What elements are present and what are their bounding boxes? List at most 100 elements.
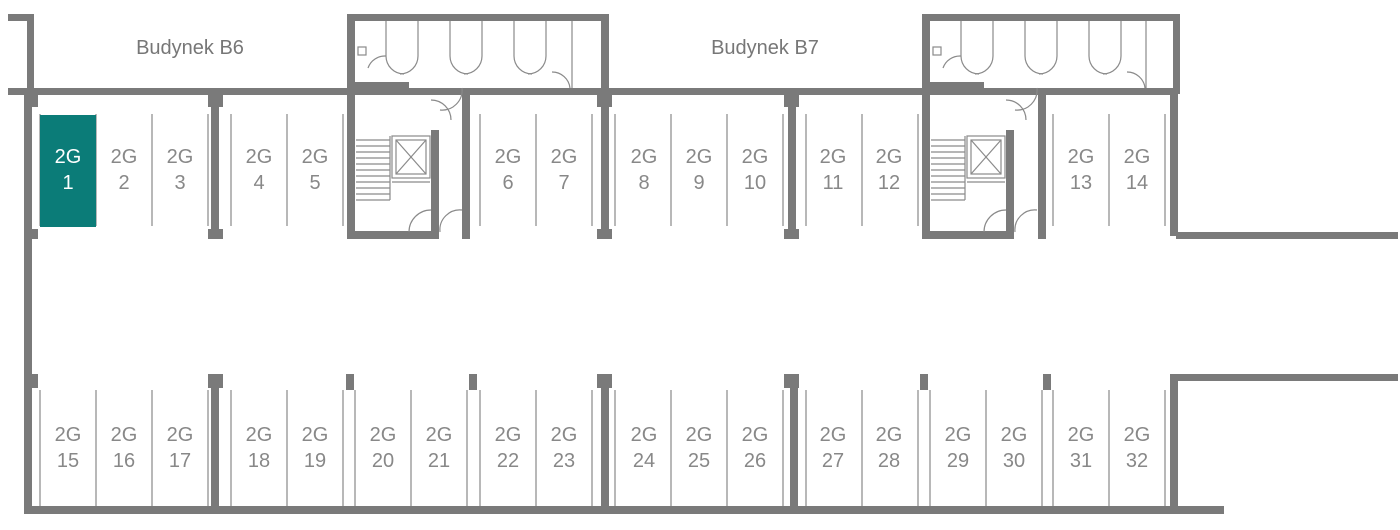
parking-spot-4[interactable]: 2G4 bbox=[246, 146, 273, 194]
parking-spot-2[interactable]: 2G2 bbox=[111, 146, 138, 194]
spot-number-label: 21 bbox=[428, 450, 450, 472]
parking-spot-9[interactable]: 2G9 bbox=[686, 146, 713, 194]
spot-number-label: 22 bbox=[497, 450, 519, 472]
spot-prefix-label: 2G bbox=[742, 424, 769, 446]
building-label-b7: Budynek B7 bbox=[711, 37, 819, 59]
spot-number-label: 6 bbox=[502, 172, 513, 194]
spot-number-label: 29 bbox=[947, 450, 969, 472]
spot-number-label: 4 bbox=[253, 172, 264, 194]
spot-prefix-label: 2G bbox=[631, 424, 658, 446]
spot-prefix-label: 2G bbox=[945, 424, 972, 446]
spot-number-label: 1 bbox=[62, 172, 73, 194]
spot-number-label: 9 bbox=[693, 172, 704, 194]
spot-number-label: 23 bbox=[553, 450, 575, 472]
spot-prefix-label: 2G bbox=[1124, 146, 1151, 168]
spot-prefix-label: 2G bbox=[1124, 424, 1151, 446]
spot-number-label: 32 bbox=[1126, 450, 1148, 472]
spot-number-label: 20 bbox=[372, 450, 394, 472]
spot-number-label: 19 bbox=[304, 450, 326, 472]
spot-prefix-label: 2G bbox=[742, 146, 769, 168]
spot-number-label: 12 bbox=[878, 172, 900, 194]
spot-number-label: 14 bbox=[1126, 172, 1148, 194]
spot-number-label: 24 bbox=[633, 450, 655, 472]
parking-spot-3[interactable]: 2G3 bbox=[167, 146, 194, 194]
building-label-b6: Budynek B6 bbox=[136, 37, 244, 59]
spot-prefix-label: 2G bbox=[1068, 424, 1095, 446]
spot-prefix-label: 2G bbox=[246, 146, 273, 168]
parking-spot-8[interactable]: 2G8 bbox=[631, 146, 658, 194]
spot-number-label: 11 bbox=[823, 172, 844, 194]
spot-prefix-label: 2G bbox=[820, 424, 847, 446]
spot-prefix-label: 2G bbox=[820, 146, 847, 168]
spot-number-label: 3 bbox=[174, 172, 185, 194]
spot-number-label: 8 bbox=[638, 172, 649, 194]
spot-prefix-label: 2G bbox=[55, 424, 82, 446]
spot-prefix-label: 2G bbox=[495, 146, 522, 168]
spot-prefix-label: 2G bbox=[686, 146, 713, 168]
spot-number-label: 30 bbox=[1003, 450, 1025, 472]
spot-prefix-label: 2G bbox=[426, 424, 453, 446]
spot-prefix-label: 2G bbox=[551, 424, 578, 446]
spot-prefix-label: 2G bbox=[302, 146, 329, 168]
selected-spot-highlight bbox=[40, 115, 96, 227]
parking-spot-6[interactable]: 2G6 bbox=[495, 146, 522, 194]
spot-number-label: 17 bbox=[169, 450, 191, 472]
spot-prefix-label: 2G bbox=[495, 424, 522, 446]
core-b6-details bbox=[356, 21, 573, 233]
spot-prefix-label: 2G bbox=[111, 146, 138, 168]
spot-prefix-label: 2G bbox=[1001, 424, 1028, 446]
spot-prefix-label: 2G bbox=[551, 146, 578, 168]
spot-prefix-label: 2G bbox=[111, 424, 138, 446]
parking-spot-1[interactable]: 2G1 bbox=[40, 115, 96, 227]
walls bbox=[8, 14, 1398, 514]
spot-prefix-label: 2G bbox=[246, 424, 273, 446]
spot-number-label: 10 bbox=[744, 172, 766, 194]
parking-spot-5[interactable]: 2G5 bbox=[302, 146, 329, 194]
core-b7-details bbox=[931, 21, 1147, 233]
spot-number-label: 7 bbox=[558, 172, 569, 194]
spot-number-label: 27 bbox=[822, 450, 844, 472]
spot-number-label: 5 bbox=[309, 172, 320, 194]
spot-prefix-label: 2G bbox=[1068, 146, 1095, 168]
spot-number-label: 18 bbox=[248, 450, 270, 472]
spot-number-label: 26 bbox=[744, 450, 766, 472]
spot-prefix-label: 2G bbox=[370, 424, 397, 446]
spot-number-label: 31 bbox=[1070, 450, 1092, 472]
spot-prefix-label: 2G bbox=[876, 146, 903, 168]
spot-prefix-label: 2G bbox=[167, 146, 194, 168]
spot-number-label: 15 bbox=[57, 450, 79, 472]
spot-prefix-label: 2G bbox=[55, 146, 82, 168]
spot-prefix-label: 2G bbox=[167, 424, 194, 446]
spot-number-label: 16 bbox=[113, 450, 135, 472]
spot-prefix-label: 2G bbox=[876, 424, 903, 446]
spot-number-label: 2 bbox=[118, 172, 129, 194]
parking-spots: 2G12G22G32G42G52G62G72G82G92G102G112G122… bbox=[40, 115, 1150, 472]
spot-prefix-label: 2G bbox=[686, 424, 713, 446]
parking-spot-7[interactable]: 2G7 bbox=[551, 146, 578, 194]
spot-number-label: 13 bbox=[1070, 172, 1092, 194]
